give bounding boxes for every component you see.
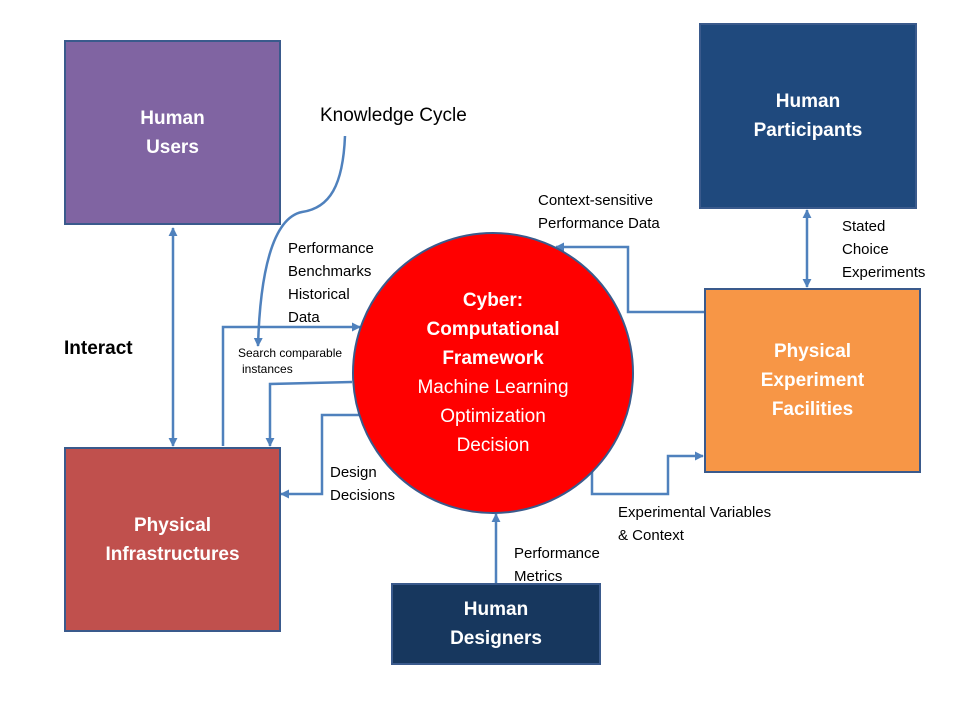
knowledge-cycle-arrow [253, 135, 347, 347]
human-participants-line-2: Participants [753, 120, 863, 141]
experimental-variables-line-2: & Context [618, 527, 684, 544]
performance-benchmarks-line-3: Historical [288, 286, 350, 303]
context-sensitive-line-1: Context-sensitive [538, 192, 654, 209]
physical-experiment-facilities-box: Physical Experiment Facilities [704, 288, 921, 473]
performance-benchmarks-label: Performance Benchmarks Historical Data [288, 237, 374, 329]
design-decisions-line-2: Decisions [330, 487, 396, 504]
human-users-line-2: Users [146, 136, 199, 158]
context-sensitive-line-2: Performance Data [538, 215, 660, 232]
physical-infrastructures-line-2: Infrastructures [105, 543, 240, 565]
stated-choice-label: Stated Choice Experiments [842, 215, 925, 284]
cyber-method-line-2: Optimization [440, 406, 546, 427]
design-decisions-label: Design Decisions [330, 461, 395, 507]
performance-benchmarks-arrow [221, 322, 361, 446]
interact-label: Interact [64, 338, 133, 359]
design-decisions-line-1: Design [330, 464, 377, 481]
human-designers-line-2: Designers [450, 628, 542, 649]
human-designers-box: Human Designers [391, 583, 601, 665]
cyber-method-line-1: Machine Learning [417, 377, 569, 398]
cyber-title-line-2: Computational [426, 319, 560, 340]
human-participants-box: Human Participants [699, 23, 917, 209]
performance-metrics-line-1: Performance [514, 545, 600, 562]
stated-choice-line-2: Choice [842, 241, 889, 258]
knowledge-cycle-label: Knowledge Cycle [320, 105, 467, 126]
experimental-variables-arrow [590, 451, 704, 496]
performance-benchmarks-line-1: Performance [288, 240, 374, 257]
context-sensitive-label: Context-sensitive Performance Data [538, 189, 660, 235]
human-users-line-1: Human [140, 107, 205, 129]
stated-choice-line-1: Stated [842, 218, 886, 235]
physical-infrastructures-box: Physical Infrastructures [64, 447, 281, 632]
search-comparable-label: Search comparable instances [238, 345, 342, 377]
cyber-title-line-3: Framework [442, 348, 544, 369]
human-designers-line-1: Human [463, 599, 529, 620]
human-users-box: Human Users [64, 40, 281, 225]
search-comparable-line-2: instances [242, 362, 293, 376]
performance-benchmarks-line-2: Benchmarks [288, 263, 372, 280]
physical-experiment-facilities-line-2: Experiment [760, 370, 865, 391]
cyber-framework-circle: Cyber: Computational Framework Machine L… [352, 232, 634, 514]
performance-benchmarks-line-4: Data [288, 309, 320, 326]
performance-metrics-line-2: Metrics [514, 568, 563, 585]
design-decisions-arrow [280, 413, 362, 499]
performance-metrics-label: Performance Metrics [514, 542, 600, 588]
cyber-title-line-1: Cyber: [462, 290, 524, 311]
physical-experiment-facilities-line-3: Facilities [771, 399, 854, 420]
physical-infrastructures-line-1: Physical [133, 514, 212, 536]
physical-experiment-facilities-line-1: Physical [773, 341, 852, 362]
context-sensitive-arrow [555, 242, 705, 314]
search-comparable-arrow [265, 380, 353, 447]
experimental-variables-label: Experimental Variables & Context [618, 501, 771, 547]
experimental-variables-line-1: Experimental Variables [618, 504, 772, 521]
human-participants-line-1: Human [775, 91, 841, 112]
cyber-method-line-3: Decision [456, 435, 530, 456]
stated-choice-line-3: Experiments [842, 264, 926, 281]
search-comparable-line-1: Search comparable [238, 346, 343, 360]
